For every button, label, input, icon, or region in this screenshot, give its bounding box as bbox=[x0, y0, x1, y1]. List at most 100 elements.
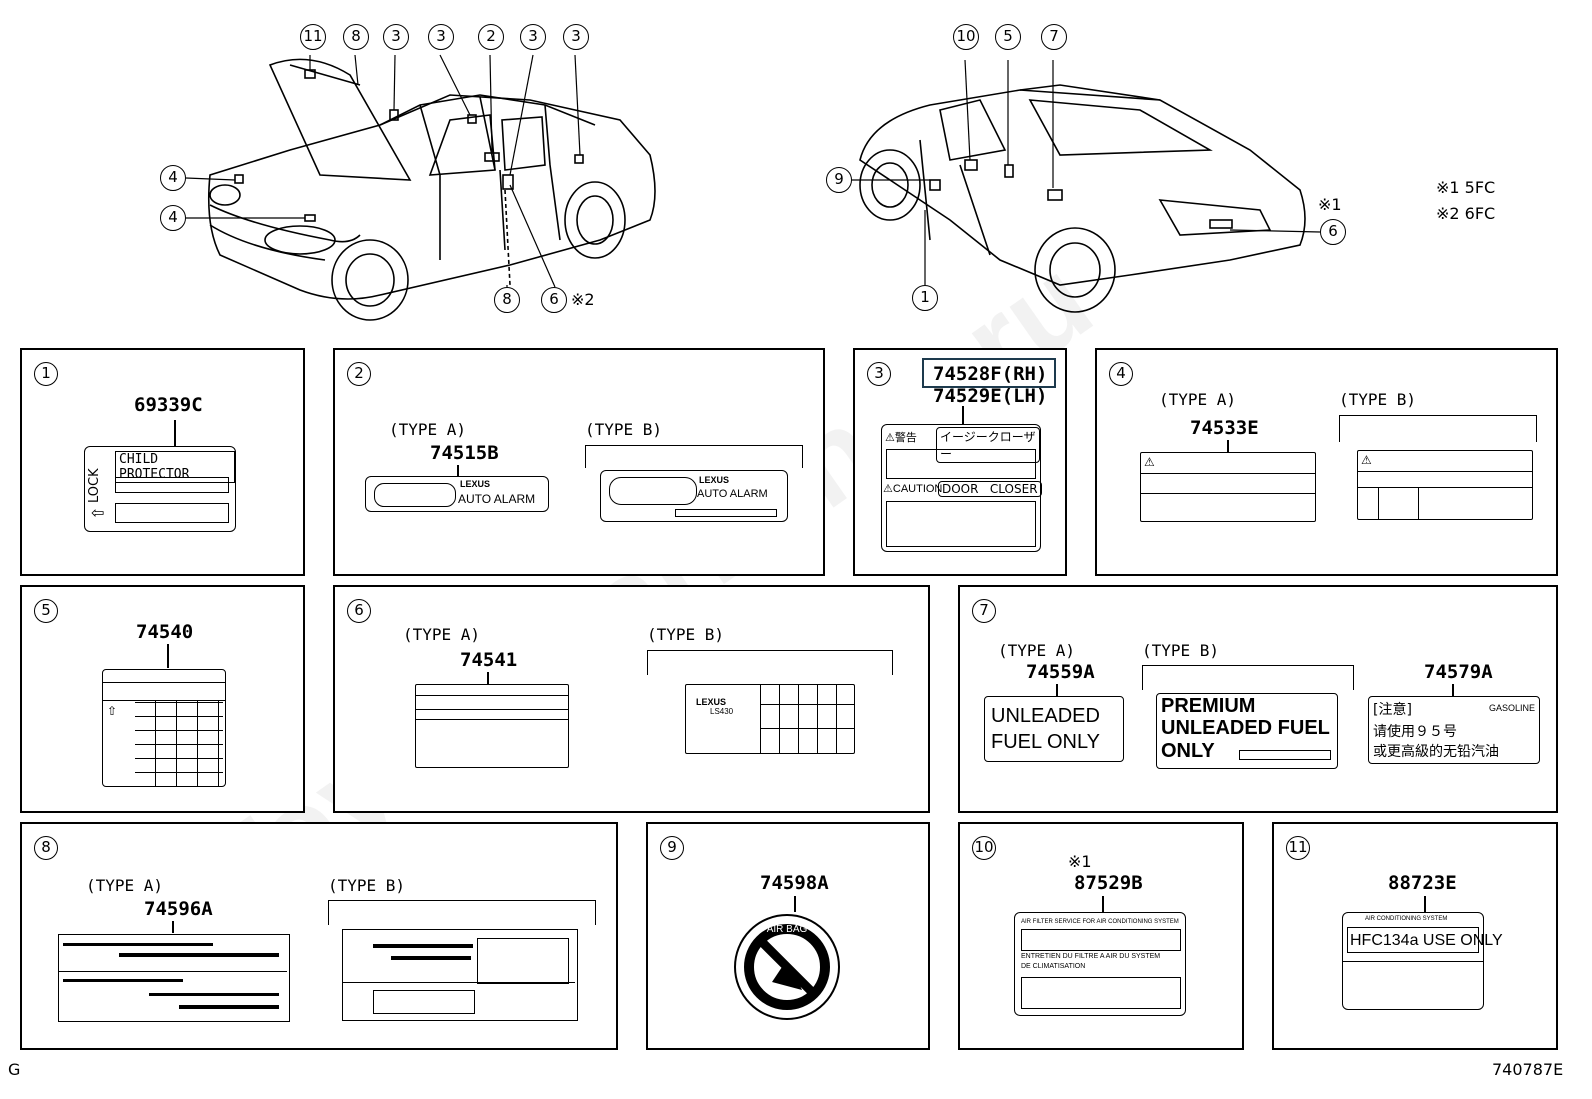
airbag-warning-icon: AIR BAG bbox=[734, 914, 840, 1020]
arrow-up-icon: ⇧ bbox=[107, 704, 118, 718]
type-a-label: (TYPE A) bbox=[1159, 390, 1237, 409]
callout-2: 2 bbox=[478, 24, 504, 50]
part-number: 74515B bbox=[430, 442, 499, 464]
panel-number: 11 bbox=[1286, 836, 1310, 860]
air-filter-label: AIR FILTER SERVICE FOR AIR CONDITIONING … bbox=[1014, 912, 1186, 1016]
fuel-label-cn: [注意] GASOLINE 请使用９５号 或更高級的无铅汽油 bbox=[1368, 696, 1540, 764]
callout-7: 7 bbox=[1041, 24, 1067, 50]
type-a-label: (TYPE A) bbox=[998, 641, 1076, 660]
part-number-rh[interactable]: 74528F(RH) bbox=[933, 363, 1048, 385]
panel-number: 7 bbox=[972, 599, 996, 623]
loading-label-b: LEXUS LS430 bbox=[685, 684, 855, 754]
header-text: AIR CONDITIONING SYSTEM bbox=[1365, 916, 1448, 922]
panel-10: 10 ※1 87529B AIR FILTER SERVICE FOR AIR … bbox=[958, 822, 1244, 1050]
cn-line: 或更高級的无铅汽油 bbox=[1373, 744, 1499, 760]
part-number: 87529B bbox=[1074, 872, 1143, 894]
panel-2: 2 (TYPE A) 74515B LEXUS AUTO ALARM (TYPE… bbox=[333, 348, 825, 576]
gasoline-text: GASOLINE bbox=[1489, 703, 1536, 713]
part-number: 74598A bbox=[760, 872, 829, 894]
type-a-label: (TYPE A) bbox=[403, 625, 481, 644]
panel-number: 1 bbox=[34, 362, 58, 386]
callout-6: 6 bbox=[1320, 219, 1346, 245]
fuel-label-b: PREMIUM UNLEADED FUEL ONLY bbox=[1156, 693, 1338, 769]
callout-10: 10 bbox=[953, 24, 979, 50]
selected-part-highlight[interactable] bbox=[922, 358, 1056, 388]
type-b-bracket bbox=[328, 900, 596, 925]
panel-5: 5 74540 ⇧ bbox=[20, 585, 305, 813]
panel-3: 3 74528F(RH) 74529E(LH) ⚠警告 イージークローザー ⚠C… bbox=[853, 348, 1067, 576]
note-mark-1: ※1 bbox=[1318, 195, 1342, 214]
type-b-label: (TYPE B) bbox=[585, 420, 663, 439]
airbag-text: AIR BAG bbox=[767, 924, 808, 935]
panel-11: 11 88723E AIR CONDITIONING SYSTEM HFC134… bbox=[1272, 822, 1558, 1050]
type-b-label: (TYPE B) bbox=[328, 876, 406, 895]
part-number-a: 74559A bbox=[1026, 661, 1095, 683]
door-closer-title: DOOR CLOSER bbox=[938, 481, 1042, 497]
callout-8: 8 bbox=[494, 287, 520, 313]
alarm-text: AUTO ALARM bbox=[458, 492, 536, 506]
part-number-lh: 74529E(LH) bbox=[933, 385, 1048, 407]
type-b-label: (TYPE B) bbox=[1339, 390, 1417, 409]
panel-number: 10 bbox=[972, 836, 996, 860]
part-number-c: 74579A bbox=[1424, 661, 1493, 683]
callout-11: 11 bbox=[300, 24, 326, 50]
fr-text: ENTRETIEN DU FILTRE A AIR DU SYSTEM bbox=[1021, 953, 1161, 960]
panel-1: 1 69339C LOCK CHILD PROTECTOR ⇦ bbox=[20, 348, 305, 576]
tire-label-a: ⚠ bbox=[1140, 452, 1316, 522]
en-text: AIR FILTER SERVICE FOR AIR CONDITIONING … bbox=[1021, 919, 1179, 925]
jp-title: イージークローザー bbox=[936, 427, 1040, 463]
panel-9: 9 74598A AIR BAG bbox=[646, 822, 930, 1050]
warning-icon: ⚠ bbox=[1144, 455, 1155, 469]
part-number: 74540 bbox=[136, 621, 194, 643]
panel-6: 6 (TYPE A) 74541 (TYPE B) LEXUS LS430 bbox=[333, 585, 930, 813]
cn-line: 请使用９５号 bbox=[1373, 724, 1457, 740]
warning-icon: ⚠警告 bbox=[885, 431, 917, 444]
car-icon bbox=[609, 477, 697, 505]
panel-number: 9 bbox=[660, 836, 684, 860]
part-number: 74541 bbox=[460, 649, 518, 671]
brand-text: LEXUS bbox=[696, 697, 727, 707]
callout-6: 6 bbox=[541, 287, 567, 313]
panel-number: 6 bbox=[347, 599, 371, 623]
panel-7: 7 (TYPE A) 74559A UNLEADED FUEL ONLY (TY… bbox=[958, 585, 1558, 813]
refrigerant-text: HFC134a USE ONLY bbox=[1347, 927, 1503, 953]
part-number: 74533E bbox=[1190, 417, 1259, 439]
fuel-text: PREMIUM bbox=[1161, 695, 1256, 717]
part-number: 69339C bbox=[134, 394, 203, 416]
type-b-bracket bbox=[647, 650, 893, 675]
callout-8: 8 bbox=[343, 24, 369, 50]
auto-alarm-label-b: LEXUS AUTO ALARM bbox=[600, 470, 788, 522]
footer-right: 740787E bbox=[1492, 1060, 1564, 1079]
panel-number: 8 bbox=[34, 836, 58, 860]
alarm-text: AUTO ALARM bbox=[697, 488, 768, 500]
fuel-text: FUEL ONLY bbox=[991, 731, 1100, 753]
legend-note-2: ※2 6FC bbox=[1436, 204, 1496, 223]
brand-text: LEXUS bbox=[699, 475, 730, 485]
callout-5: 5 bbox=[995, 24, 1021, 50]
child-protector-label: LOCK CHILD PROTECTOR ⇦ bbox=[84, 446, 236, 532]
note-mark: ※1 bbox=[1068, 852, 1092, 871]
auto-alarm-label-a: LEXUS AUTO ALARM bbox=[365, 476, 549, 512]
panel-number: 3 bbox=[867, 362, 891, 386]
lock-text: LOCK bbox=[87, 468, 102, 503]
fuel-text: ONLY bbox=[1161, 740, 1215, 762]
loading-label-a bbox=[415, 684, 569, 768]
fuel-text: UNLEADED bbox=[991, 705, 1100, 727]
tire-label-b: ⚠ bbox=[1357, 450, 1533, 520]
radiator-label-a bbox=[58, 934, 290, 1022]
easy-closer-label: ⚠警告 イージークローザー ⚠CAUTION DOOR CLOSER bbox=[881, 424, 1042, 552]
type-a-label: (TYPE A) bbox=[389, 420, 467, 439]
radiator-label-b bbox=[342, 929, 578, 1021]
maintenance-label: ⇧ bbox=[102, 669, 226, 787]
car-front-illustration bbox=[185, 54, 656, 321]
callout-9: 9 bbox=[826, 167, 852, 193]
arrow-left-icon: ⇦ bbox=[91, 503, 105, 522]
legend-note-1: ※1 5FC bbox=[1436, 178, 1496, 197]
callout-3: 3 bbox=[428, 24, 454, 50]
fuel-label-a: UNLEADED FUEL ONLY bbox=[984, 696, 1124, 762]
model-text: LS430 bbox=[710, 707, 734, 716]
note-mark-2: ※2 bbox=[571, 290, 595, 309]
type-b-label: (TYPE B) bbox=[647, 625, 725, 644]
type-b-bracket bbox=[1142, 665, 1354, 690]
type-b-label: (TYPE B) bbox=[1142, 641, 1220, 660]
